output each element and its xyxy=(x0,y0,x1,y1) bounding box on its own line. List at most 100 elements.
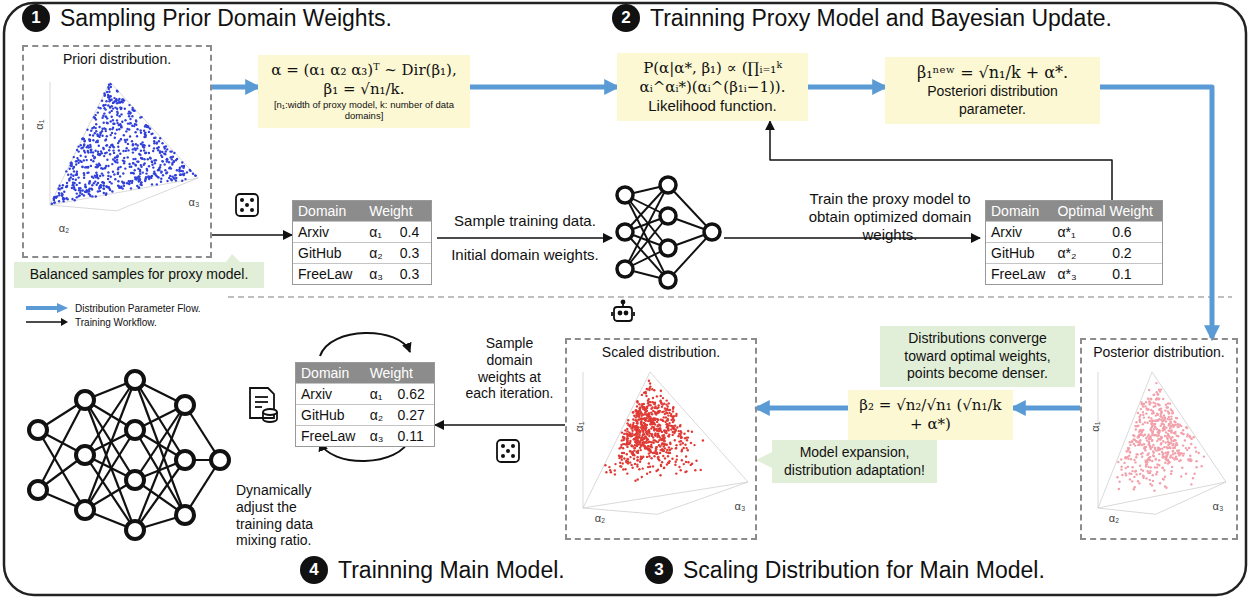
sample-point xyxy=(637,419,639,421)
sample-point xyxy=(82,189,84,191)
sample-point xyxy=(655,448,657,450)
sample-point xyxy=(1144,405,1146,407)
sample-point xyxy=(1164,409,1166,411)
sample-point xyxy=(1167,460,1169,462)
sample-point xyxy=(147,175,149,177)
sample-point xyxy=(80,155,82,157)
sample-point xyxy=(1167,418,1169,420)
sample-point xyxy=(663,434,665,436)
sample-point xyxy=(1149,398,1151,400)
sample-point xyxy=(153,142,155,144)
sample-point xyxy=(680,432,682,434)
sample-point xyxy=(168,167,170,169)
sample-point xyxy=(151,164,153,166)
sample-point xyxy=(111,163,113,165)
sample-point xyxy=(138,176,140,178)
sample-point xyxy=(1167,435,1169,437)
sample-point xyxy=(1135,456,1137,458)
main-model xyxy=(29,371,229,539)
sample-point xyxy=(111,190,113,192)
sample-point xyxy=(1140,408,1142,410)
sample-point xyxy=(89,187,91,189)
sample-point xyxy=(1124,457,1126,459)
sample-point xyxy=(1142,411,1144,413)
sample-point xyxy=(1154,425,1156,427)
sample-point xyxy=(1131,440,1133,442)
sample-point xyxy=(189,170,191,172)
sample-point xyxy=(649,423,651,425)
sample-point xyxy=(1170,440,1172,442)
sample-point xyxy=(58,200,60,202)
sample-point xyxy=(678,430,680,432)
sample-point xyxy=(1158,409,1160,411)
sample-point xyxy=(127,112,129,114)
sample-point xyxy=(1165,431,1167,433)
sample-point xyxy=(104,152,106,154)
sample-point xyxy=(1133,476,1135,478)
sample-point xyxy=(684,437,686,439)
sample-point xyxy=(667,455,669,457)
sample-point xyxy=(156,147,158,149)
sample-point xyxy=(1154,466,1156,468)
sample-point xyxy=(1150,426,1152,428)
sample-point xyxy=(157,149,159,151)
sample-point xyxy=(127,156,129,158)
sample-point xyxy=(620,465,622,467)
sample-point xyxy=(685,461,687,463)
sample-point xyxy=(682,442,684,444)
loop-arrow xyxy=(320,333,410,356)
net-neuron xyxy=(704,224,720,240)
sample-point xyxy=(624,468,626,470)
net-neuron xyxy=(126,371,144,389)
sample-point xyxy=(126,182,128,184)
sample-point xyxy=(189,169,191,171)
sample-point xyxy=(634,441,636,443)
sample-point xyxy=(640,421,642,423)
sample-point xyxy=(623,437,625,439)
sample-point xyxy=(181,161,183,163)
sample-point xyxy=(92,160,94,162)
sample-point xyxy=(173,177,175,179)
sample-point xyxy=(1195,451,1197,453)
sample-point xyxy=(1153,455,1155,457)
sample-point xyxy=(1154,420,1156,422)
sample-point xyxy=(1181,467,1183,469)
sample-point xyxy=(665,430,667,432)
sample-point xyxy=(665,416,667,418)
sample-point xyxy=(651,406,653,408)
sample-point xyxy=(138,180,140,182)
sample-point xyxy=(1158,404,1160,406)
sample-point xyxy=(146,169,148,171)
sample-point xyxy=(72,167,74,169)
sample-point xyxy=(652,401,654,403)
sample-point xyxy=(639,407,641,409)
sample-point xyxy=(636,456,638,458)
sample-point xyxy=(1164,435,1166,437)
sample-point xyxy=(647,466,649,468)
sample-point xyxy=(139,116,141,118)
sample-point xyxy=(1162,467,1164,469)
sample-point xyxy=(1174,432,1176,434)
sample-point xyxy=(632,418,634,420)
sample-point xyxy=(84,185,86,187)
sample-point xyxy=(675,444,677,446)
sample-point xyxy=(623,452,625,454)
sample-point xyxy=(1172,450,1174,452)
sample-point xyxy=(79,194,81,196)
sample-point xyxy=(628,431,630,433)
sample-point xyxy=(136,135,138,137)
sample-point xyxy=(1160,388,1162,390)
sample-point xyxy=(690,442,692,444)
sample-point xyxy=(1151,431,1153,433)
sample-point xyxy=(124,139,126,141)
sample-point xyxy=(1195,466,1197,468)
sample-point xyxy=(663,416,665,418)
sample-point xyxy=(1156,419,1158,421)
sample-point xyxy=(87,151,89,153)
sample-point xyxy=(1182,429,1184,431)
sample-point xyxy=(626,434,628,436)
sample-point xyxy=(632,411,634,413)
sample-point xyxy=(1163,414,1165,416)
sample-point xyxy=(645,446,647,448)
sample-point xyxy=(128,104,130,106)
